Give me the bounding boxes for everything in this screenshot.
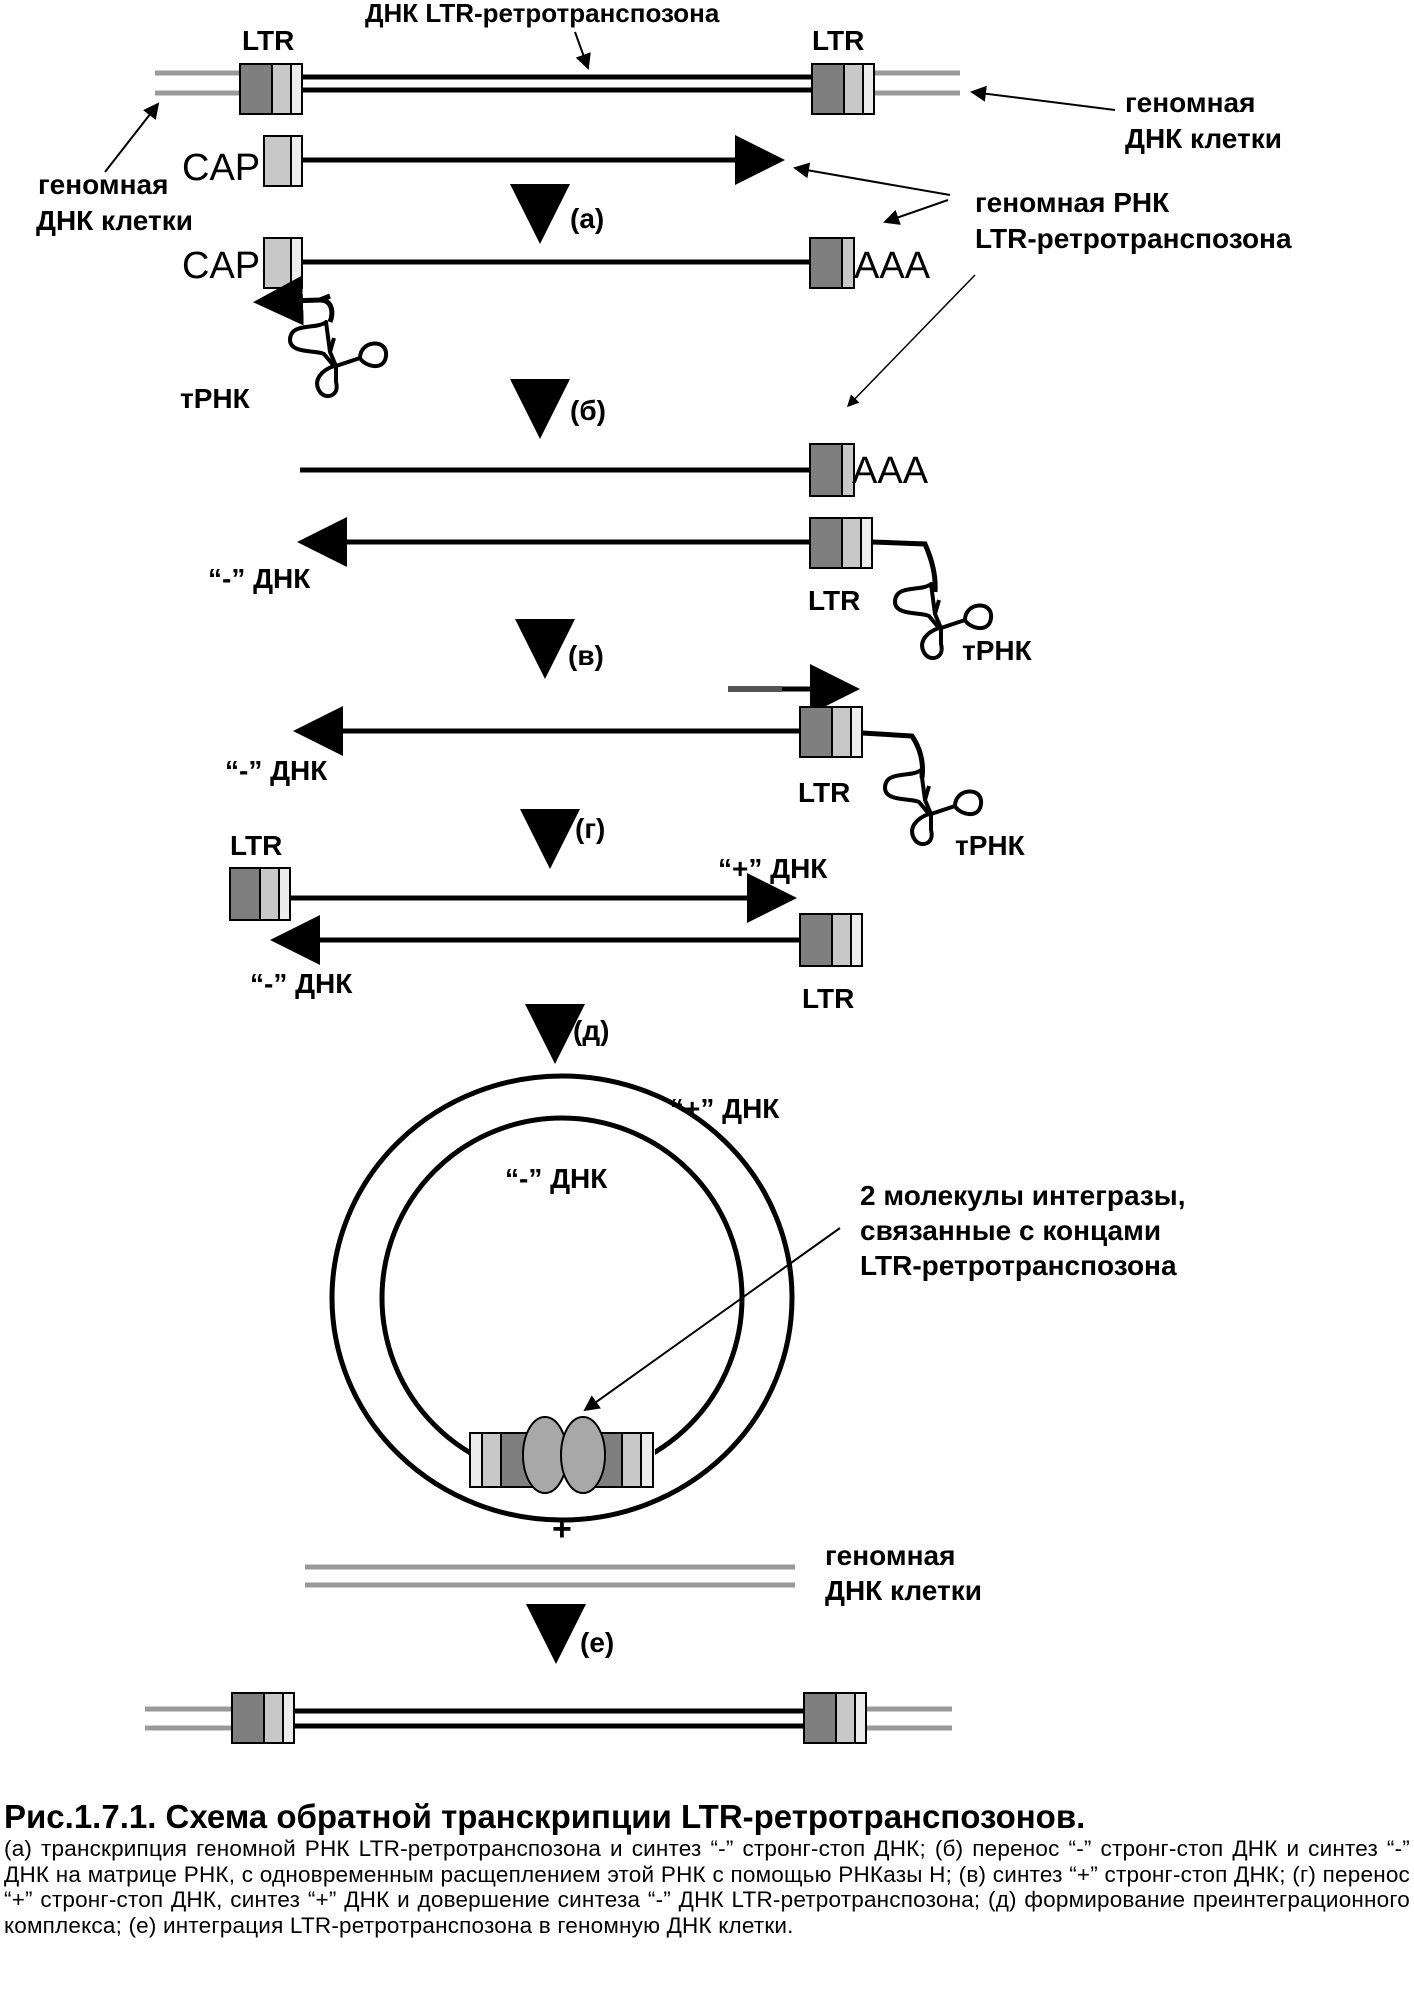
polya-label-1: AAA (854, 245, 931, 287)
integrase-pointer (583, 1227, 841, 1412)
preintegration-complex: “+” ДНК “-” ДНК 2 молекулы интегразы, св… (329, 1073, 1186, 1523)
trna-label-2: тРНК (962, 635, 1033, 666)
genomic-dna-right-label-1: геномная (1125, 87, 1255, 118)
target-genomic-dna: + геномная ДНК клетки (305, 1510, 982, 1606)
ltr-label-g-right: LTR (802, 983, 854, 1014)
trna-icon-1 (288, 320, 389, 399)
trna-label-1: тРНК (180, 383, 251, 414)
title-pointer (574, 31, 591, 70)
rna-with-trna-row: CAP AAA тРНК (180, 237, 931, 414)
ltr-dna-title: ДНК LTR-ретротранспозона (365, 0, 720, 28)
caption-body: (а) транскрипция геномной РНК LTR-ретрот… (4, 1836, 1410, 1938)
step-a: (а) (510, 184, 604, 244)
ltr-box-left (239, 63, 303, 115)
step-b: (б) (510, 379, 606, 439)
minus-strand-synthesis-row: AAA LTR тРНК “-” ДНК (208, 443, 1033, 666)
plus-strong-stop-row: LTR тРНК “-” ДНК (225, 664, 1026, 861)
genomic-dna-left-label-2: ДНК клетки (36, 205, 193, 236)
integrase-label-2: связанные с концами (860, 1215, 1161, 1246)
genomic-rna-label-1: геномная РНК (975, 187, 1170, 218)
ltr-box-right (811, 63, 875, 115)
step-d-label: (д) (573, 1015, 609, 1046)
step-b-label: (б) (570, 395, 606, 426)
minus-dna-label-2: “-” ДНК (225, 755, 328, 786)
ltr-ends-block (469, 1432, 654, 1488)
ltr-label-v: LTR (798, 777, 850, 808)
plus-dna-label-1: “+” ДНК (718, 853, 828, 884)
step-a-label: (а) (570, 203, 604, 234)
polya-label-2: AAA (852, 450, 929, 492)
minus-dna-label-1: “-” ДНК (208, 563, 311, 594)
ltr-label-right: LTR (812, 25, 864, 56)
genomic-rna-pointer-2 (883, 199, 949, 225)
minus-dna-label-3: “-” ДНК (250, 968, 353, 999)
genomic-rna-pointer-3 (846, 274, 976, 408)
step-d: (д) (525, 1004, 609, 1064)
step-g-label: (г) (575, 813, 605, 844)
step-g: (г) (520, 809, 605, 869)
double-strand-row: LTR “+” ДНК “-” ДНК LTR (229, 830, 863, 1014)
integrase-label-1: 2 молекулы интегразы, (860, 1180, 1186, 1211)
integrase-molecule-2 (560, 1416, 606, 1494)
ltr-label-g-left: LTR (230, 830, 282, 861)
integrase-label-3: LTR-ретротранспозона (860, 1250, 1177, 1281)
genomic-rna-pointer-1 (793, 162, 951, 196)
cap-label-2: CAP (182, 245, 260, 287)
step-e-label: (е) (580, 1627, 614, 1658)
genomic-dna-target-label-2: ДНК клетки (825, 1575, 982, 1606)
cap-label-1: CAP (182, 147, 260, 189)
plus-dna-circle (329, 1073, 795, 1523)
genomic-dna-target-label-1: геномная (825, 1540, 955, 1571)
genomic-rna-label-2: LTR-ретротранспозона (975, 223, 1292, 254)
genomic-dna-right-label-2: ДНК клетки (1125, 123, 1282, 154)
genomic-rna-annotation: геномная РНК LTR-ретротранспозона (793, 162, 1292, 408)
minus-dna-label-4: “-” ДНК (505, 1163, 608, 1194)
figure-caption: Рис.1.7.1. Схема обратной транскрипции L… (4, 1798, 1410, 1938)
genomic-dna-right-pointer (970, 85, 1116, 111)
genomic-dna-left-label-1: геномная (38, 169, 168, 200)
integrated-retrotransposon (145, 1692, 952, 1744)
trna-primer-arrow (253, 275, 331, 326)
caption-title: Рис.1.7.1. Схема обратной транскрипции L… (4, 1798, 1086, 1835)
step-e: (е) (526, 1604, 614, 1664)
ltr-label-b: LTR (808, 585, 860, 616)
cap-row-1: CAP геномная ДНК клетки (36, 102, 785, 236)
genomic-dna-left-pointer (104, 102, 160, 173)
trna-label-3: тРНК (955, 830, 1026, 861)
plus-sign: + (552, 1510, 572, 1548)
top-dna-construct: LTR LTR ДНК LTR-ретротранспозона геномна… (155, 0, 1282, 154)
step-v: (в) (515, 619, 604, 679)
ltr-label-left: LTR (242, 25, 294, 56)
step-v-label: (в) (568, 640, 604, 671)
plus-dna-label-2: “+” ДНК (670, 1093, 780, 1124)
